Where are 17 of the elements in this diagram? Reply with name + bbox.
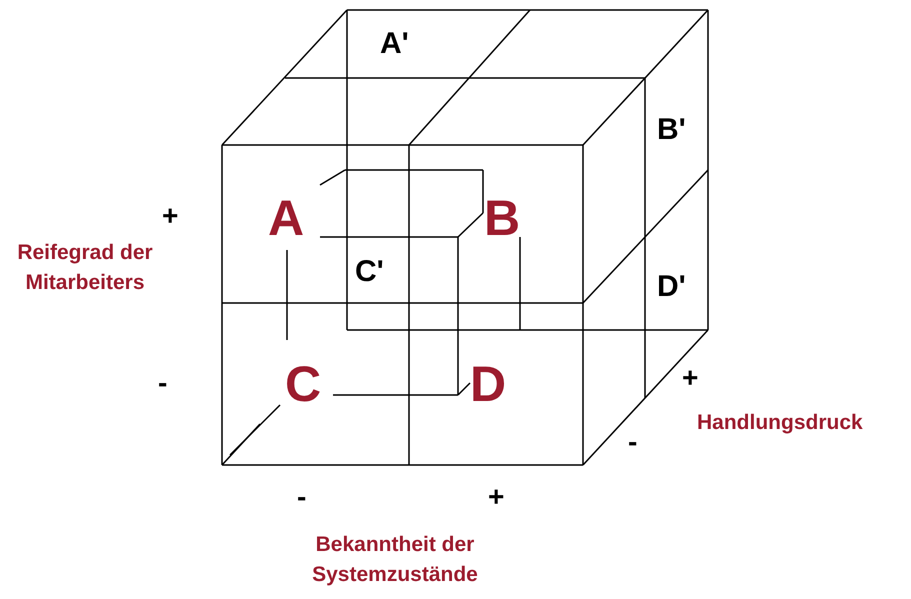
axis-sign: -	[297, 480, 306, 514]
cell-label: A'	[380, 26, 409, 62]
axis-title: Reifegrad der Mitarbeiters	[16, 240, 154, 296]
cell-label: C	[285, 355, 322, 414]
cell-label: C'	[355, 254, 384, 290]
axis-sign: -	[628, 425, 638, 459]
cell-label: D'	[657, 269, 686, 305]
axis-sign: +	[682, 361, 698, 395]
axis-title: Bekanntheit der Systemzustände	[311, 532, 479, 588]
cell-label: B'	[657, 112, 686, 148]
axis-sign: +	[162, 199, 178, 233]
axis-sign: -	[158, 366, 168, 400]
cell-label: D	[470, 355, 506, 414]
cell-label: B	[484, 189, 520, 248]
axis-title: Handlungsdruck	[697, 410, 863, 436]
cell-label: A	[268, 189, 304, 248]
axis-sign: +	[488, 480, 504, 514]
